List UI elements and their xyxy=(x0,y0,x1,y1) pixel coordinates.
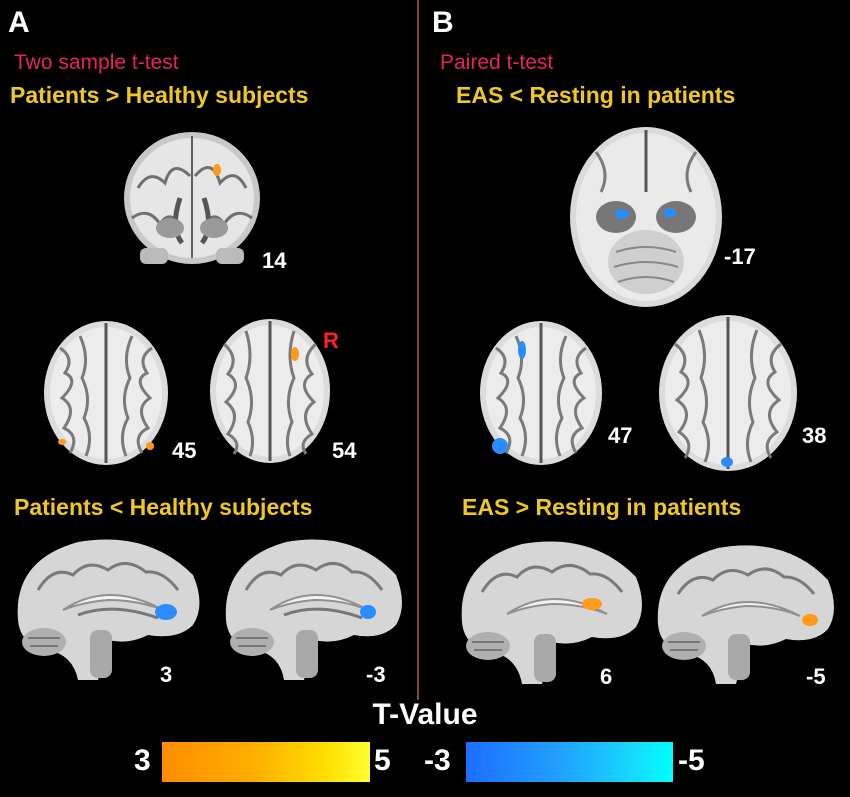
activation-blob-negative xyxy=(360,605,376,619)
slice-label: 38 xyxy=(802,423,827,448)
activation-blob-positive xyxy=(58,439,66,445)
brain-sagittal-icon xyxy=(657,545,834,684)
activation-blob-negative xyxy=(664,208,676,218)
colorbar-title: T-Value xyxy=(372,698,478,731)
brain-sagittal-icon xyxy=(17,539,200,680)
brain-coronal-icon xyxy=(124,132,260,264)
slice-label: 54 xyxy=(332,438,357,463)
panel-a-contrast-1: Patients > Healthy subjects xyxy=(10,82,309,108)
colorbar-positive-gradient xyxy=(162,742,370,782)
slice-label: -17 xyxy=(724,244,756,269)
brain-sagittal-icon xyxy=(461,541,642,684)
brain-axial-icon xyxy=(210,319,330,463)
slice-label: -3 xyxy=(366,662,386,687)
slice-label: -5 xyxy=(806,664,826,689)
slice-label: 47 xyxy=(608,423,633,448)
panel-b-test-name: Paired t-test xyxy=(440,51,554,74)
brain-sagittal-icon xyxy=(225,539,402,680)
colorbar-positive-min-label: 3 xyxy=(134,744,151,777)
brain-axial-icon xyxy=(570,127,722,307)
panel-a-contrast-2: Patients < Healthy subjects xyxy=(14,494,313,520)
activation-blob-negative xyxy=(492,438,508,454)
brain-axial-icon xyxy=(659,315,797,471)
panel-b-contrast-1: EAS < Resting in patients xyxy=(456,82,736,108)
brain-axial-icon xyxy=(44,321,168,465)
colorbar-negative-max-label: -5 xyxy=(678,744,705,777)
colorbar-positive-max-label: 5 xyxy=(374,744,391,777)
activation-blob-negative xyxy=(615,209,629,219)
orientation-marker-right: R xyxy=(323,328,339,353)
panel-b-letter: B xyxy=(432,6,454,39)
activation-blob-positive xyxy=(291,347,299,361)
panel-divider xyxy=(417,0,419,700)
slice-label: 45 xyxy=(172,438,197,463)
panel-b-contrast-2: EAS > Resting in patients xyxy=(462,494,742,520)
activation-blob-positive xyxy=(802,614,818,626)
brain-axial-icon xyxy=(480,321,602,465)
activation-blob-positive xyxy=(146,442,154,450)
colorbar-negative-gradient xyxy=(466,742,673,782)
slice-label: 3 xyxy=(160,662,173,687)
slice-label: 6 xyxy=(600,664,613,689)
panel-a-letter: A xyxy=(8,6,30,39)
panel-a-test-name: Two sample t-test xyxy=(14,51,179,74)
activation-blob-negative xyxy=(721,457,733,467)
slice-label: 14 xyxy=(262,248,287,273)
activation-blob-positive xyxy=(582,598,602,610)
activation-blob-negative xyxy=(518,341,526,359)
colorbar-negative-min-label: -3 xyxy=(424,744,451,777)
activation-blob-negative xyxy=(155,604,177,620)
activation-blob-positive xyxy=(213,164,221,176)
